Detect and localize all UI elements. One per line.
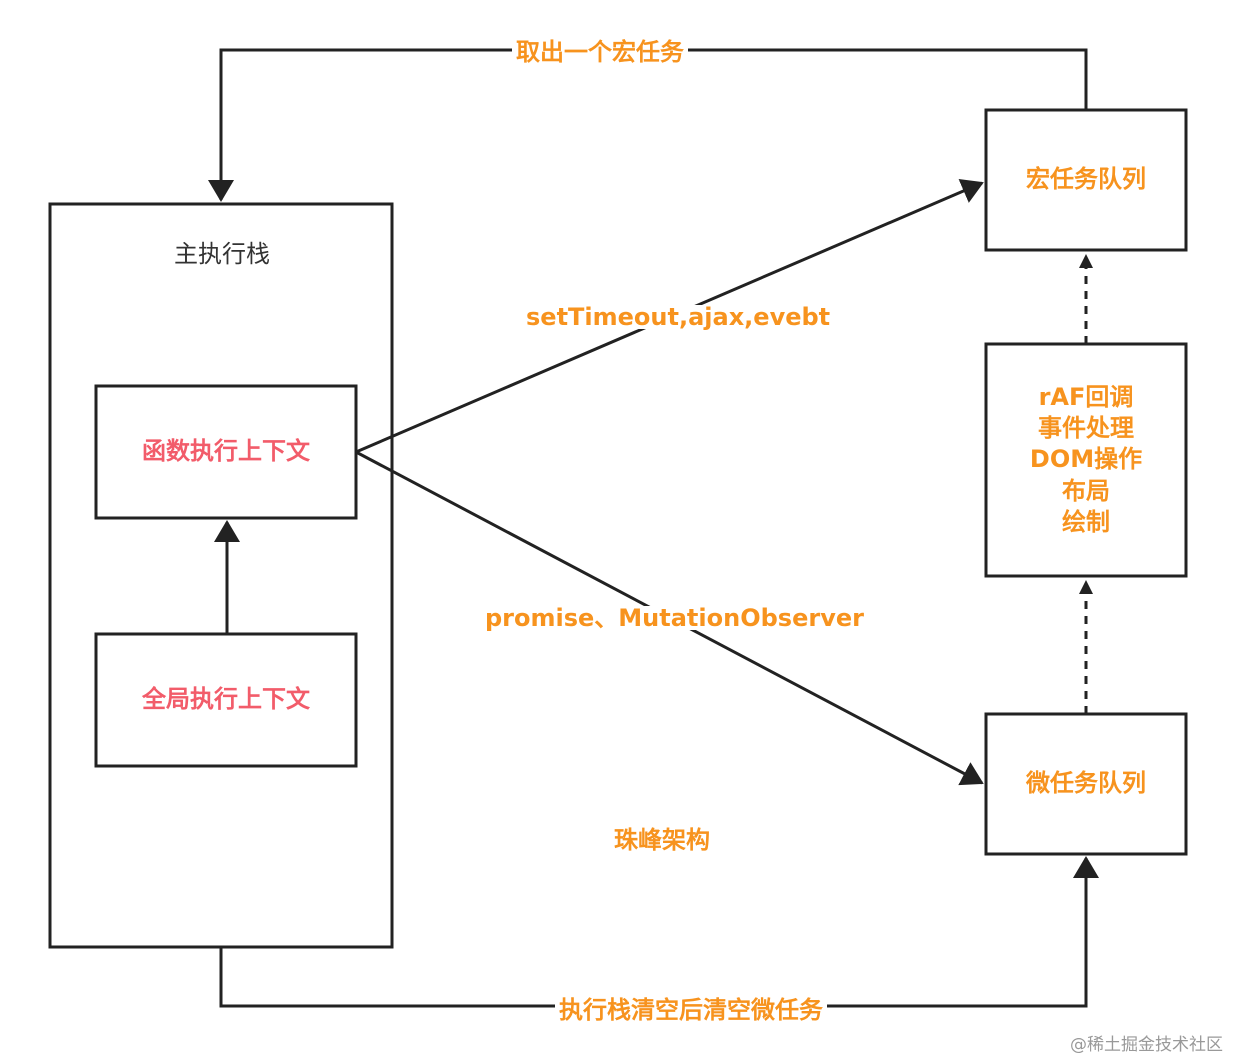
global-context-label: 全局执行上下文 xyxy=(142,685,310,714)
to-micro-label: promise、MutationObserver xyxy=(481,606,868,630)
to-macro-label: setTimeout,ajax,evebt xyxy=(522,305,835,329)
bottom-loop-arrow xyxy=(219,856,1099,1008)
top-loop-arrow xyxy=(208,48,1088,202)
render-line-layout: 布局 xyxy=(1062,476,1110,505)
function-context-label: 函数执行上下文 xyxy=(142,437,310,466)
render-line-raf: rAF回调 xyxy=(1038,383,1134,412)
render-line-dom: DOM操作 xyxy=(1029,445,1143,474)
watermark: @稀土掘金技术社区 xyxy=(1070,1035,1223,1055)
bottom-loop-label: 执行栈清空后清空微任务 xyxy=(555,998,827,1022)
render-line-events: 事件处理 xyxy=(1038,414,1134,443)
micro-queue-label: 微任务队列 xyxy=(1026,769,1146,798)
center-note: 珠峰架构 xyxy=(614,826,710,854)
top-loop-label: 取出一个宏任务 xyxy=(512,40,688,64)
render-line-paint: 绘制 xyxy=(1062,507,1110,536)
main-stack-box xyxy=(48,202,394,949)
macro-queue-label: 宏任务队列 xyxy=(1026,165,1146,194)
main-stack-title: 主执行栈 xyxy=(174,240,270,268)
render-box-text: rAF回调 事件处理 DOM操作 布局 绘制 xyxy=(986,344,1186,576)
